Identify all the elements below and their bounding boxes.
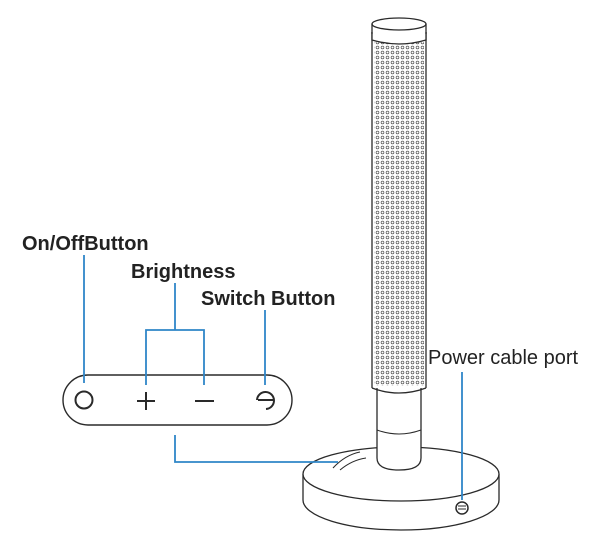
control-panel [62, 374, 293, 426]
port-icon [455, 501, 469, 515]
plus-icon [137, 392, 155, 410]
on-off-label: On/OffButton [22, 233, 149, 255]
power-cable-port-label: Power cable port [428, 347, 579, 369]
cycle-icon [256, 391, 275, 410]
circle-icon [74, 390, 94, 410]
switch-button-label: Switch Button [201, 288, 336, 310]
leader-lines [83, 255, 463, 500]
brightness-label: Brightness [131, 261, 236, 283]
lamp-neck [376, 388, 422, 471]
lamp-tube [371, 17, 427, 394]
